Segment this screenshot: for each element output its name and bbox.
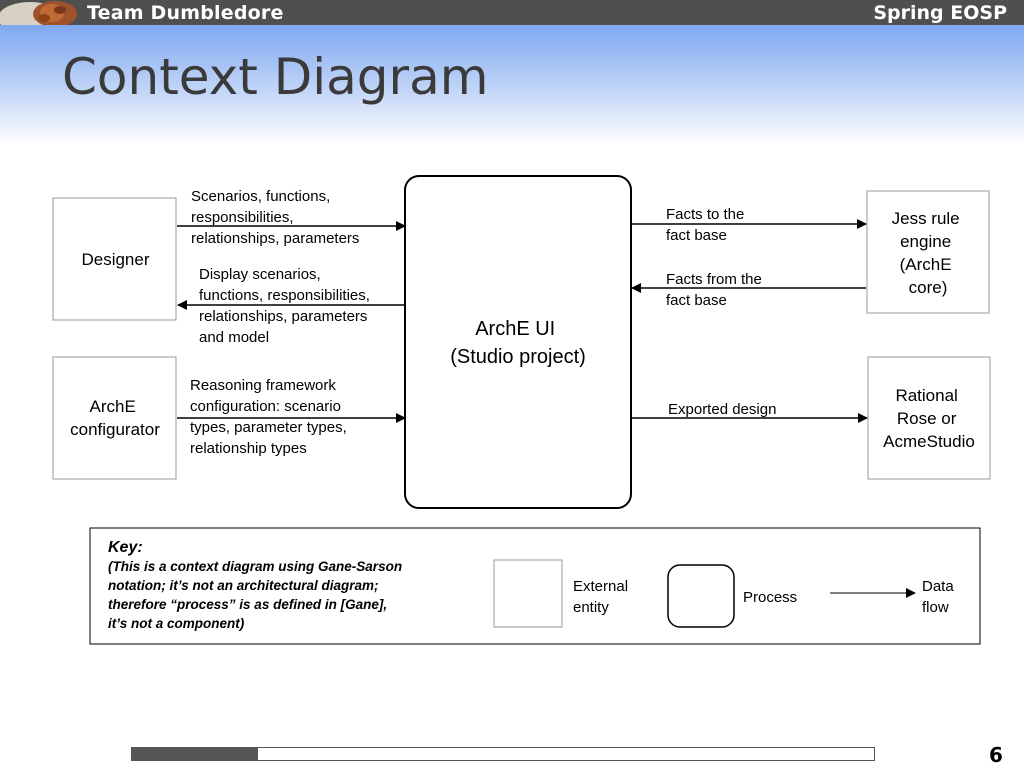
flow-config-to-ui-label: Reasoning framework configuration: scena… — [190, 377, 351, 457]
progress-bar-fill — [132, 748, 259, 760]
page-number: 6 — [989, 743, 1003, 767]
term-label: Spring EOSP — [873, 2, 1007, 24]
entity-jess-label: Jess rule engine (ArchE core) — [892, 209, 965, 297]
flow-ui-to-rose-label: Exported design — [668, 401, 776, 418]
progress-bar — [131, 747, 875, 761]
flow-ui-to-jess: Facts to the fact base — [631, 206, 867, 244]
entity-designer-label: Designer — [81, 250, 149, 269]
entity-configurator: ArchE configurator — [52, 356, 177, 480]
header-bar: Team Dumbledore Spring EOSP — [0, 0, 1024, 25]
entity-rational-rose: Rational Rose or AcmeStudio — [867, 356, 991, 480]
entity-jess-rule-engine: Jess rule engine (ArchE core) — [866, 190, 990, 314]
key-legend: Key: (This is a context diagram using Ga… — [89, 527, 981, 645]
flow-ui-to-rose: Exported design — [631, 401, 868, 423]
flow-ui-to-designer: Display scenarios, functions, responsibi… — [177, 266, 405, 346]
key-title: Key: — [108, 539, 143, 556]
team-name: Team Dumbledore — [87, 2, 284, 24]
flow-designer-to-ui: Scenarios, functions, responsibilities, … — [177, 188, 406, 247]
key-external-entity-label: External entity — [573, 578, 632, 616]
flow-config-to-ui: Reasoning framework configuration: scena… — [177, 377, 406, 457]
portrait-logo-icon — [0, 0, 86, 25]
key-data-flow-label: Data flow — [922, 578, 958, 616]
flow-jess-to-ui: Facts from the fact base — [631, 271, 866, 309]
process-label: ArchE UI (Studio project) — [450, 318, 586, 368]
key-process-label: Process — [743, 589, 797, 606]
key-note: (This is a context diagram using Gane-Sa… — [108, 559, 406, 631]
slide-title: Context Diagram — [62, 48, 489, 106]
entity-designer: Designer — [52, 197, 177, 321]
title-gradient-band — [0, 25, 1024, 145]
entity-rose-label: Rational Rose or AcmeStudio — [883, 386, 975, 451]
process-arche-ui: ArchE UI (Studio project) — [404, 175, 632, 509]
key-external-entity-symbol — [493, 559, 563, 628]
flow-jess-to-ui-label: Facts from the fact base — [666, 271, 766, 309]
flow-designer-to-ui-label: Scenarios, functions, responsibilities, … — [191, 188, 359, 247]
flow-ui-to-designer-label: Display scenarios, functions, responsibi… — [199, 266, 374, 346]
flow-ui-to-jess-label: Facts to the fact base — [666, 206, 749, 244]
key-process-symbol — [667, 564, 735, 628]
entity-configurator-label: ArchE configurator — [70, 397, 160, 439]
